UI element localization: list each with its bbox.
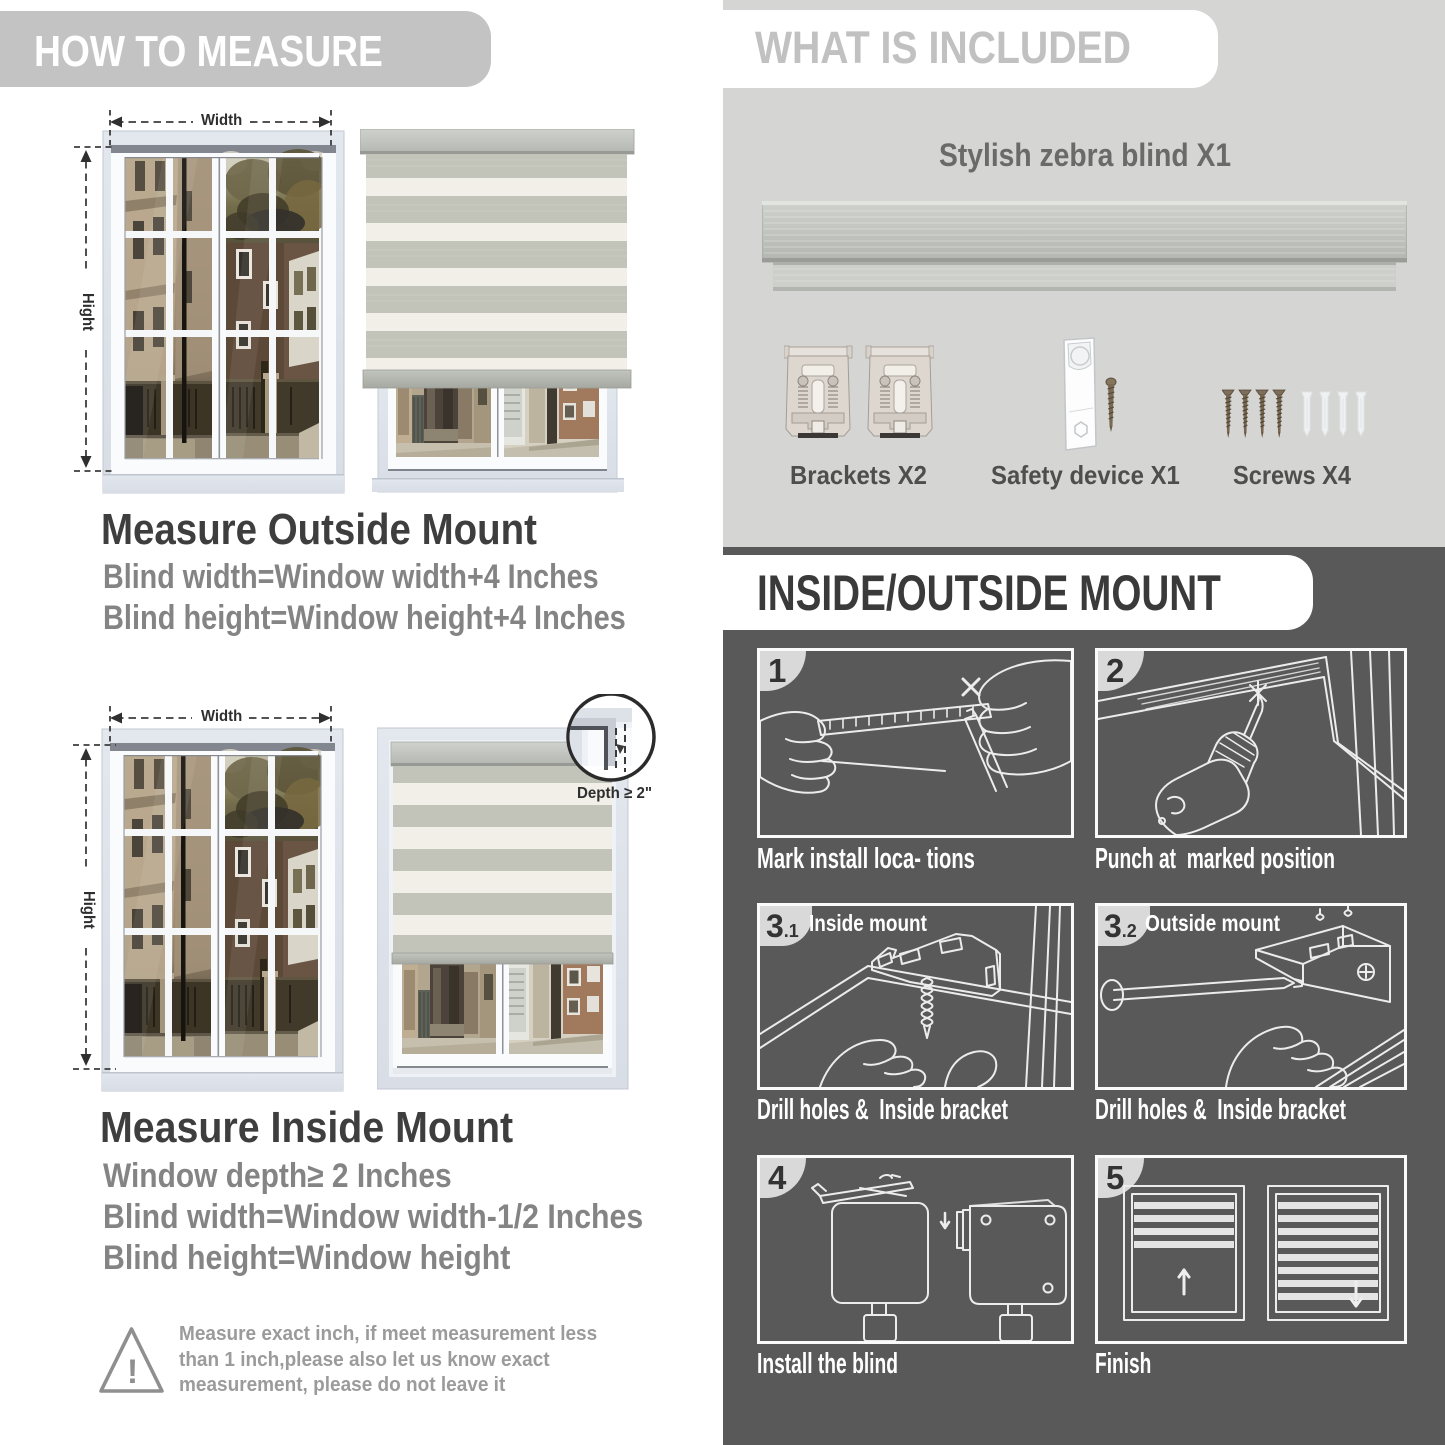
- svg-text:!: !: [127, 1353, 138, 1391]
